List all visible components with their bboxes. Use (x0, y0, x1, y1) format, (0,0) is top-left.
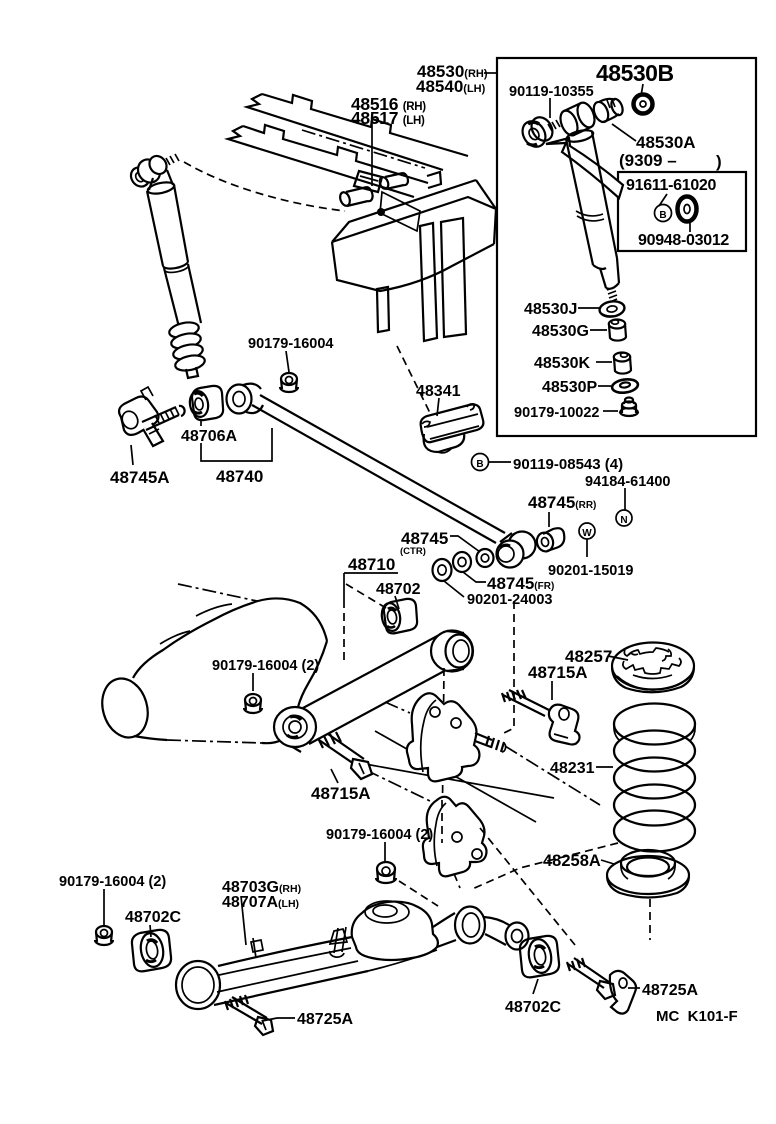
svg-text:48258A: 48258A (543, 852, 601, 870)
svg-text:MC K101-F: MC K101-F (656, 1008, 738, 1025)
svg-text:N: N (620, 515, 627, 526)
svg-text:90948-03012: 90948-03012 (638, 232, 729, 249)
svg-text:48341: 48341 (416, 383, 461, 400)
svg-text:48702C: 48702C (125, 909, 181, 926)
svg-text:48530P: 48530P (542, 379, 597, 396)
svg-text:B: B (659, 210, 666, 221)
svg-text:91611-61020: 91611-61020 (626, 177, 717, 194)
svg-text:W: W (582, 528, 592, 539)
svg-text:90119-10355: 90119-10355 (509, 84, 594, 100)
svg-text:48257: 48257 (565, 647, 612, 666)
svg-text:48706A: 48706A (181, 428, 237, 445)
svg-text:(9309 –: (9309 – (619, 151, 677, 170)
svg-text:48725A: 48725A (297, 1011, 353, 1028)
svg-text:90179-16004 (2): 90179-16004 (2) (326, 827, 433, 843)
svg-text:): ) (716, 152, 722, 171)
svg-text:48530B: 48530B (596, 60, 674, 86)
svg-text:90201-24003: 90201-24003 (467, 592, 552, 608)
svg-text:48715A: 48715A (528, 663, 588, 682)
svg-text:90179-10022: 90179-10022 (514, 405, 599, 421)
svg-text:90179-16004 (2): 90179-16004 (2) (59, 874, 166, 890)
svg-text:48715A: 48715A (311, 784, 371, 803)
svg-text:94184-61400: 94184-61400 (585, 474, 670, 490)
svg-text:48530J: 48530J (524, 301, 577, 318)
svg-text:48702C: 48702C (505, 999, 561, 1016)
svg-text:48703G(RH): 48703G(RH) (222, 879, 301, 896)
svg-text:90119-08543 (4): 90119-08543 (4) (513, 456, 623, 473)
svg-text:48745A: 48745A (110, 468, 170, 487)
svg-text:90201-15019: 90201-15019 (548, 563, 633, 579)
svg-text:48702: 48702 (376, 581, 421, 598)
svg-text:48740: 48740 (216, 467, 263, 486)
svg-text:48745: 48745 (401, 529, 448, 548)
svg-text:90179-16004 (2): 90179-16004 (2) (212, 658, 319, 674)
svg-text:90179-16004: 90179-16004 (248, 336, 333, 352)
svg-text:48530G: 48530G (532, 323, 589, 340)
svg-text:(CTR): (CTR) (400, 546, 426, 557)
svg-text:48725A: 48725A (642, 982, 698, 999)
svg-text:48530A: 48530A (636, 133, 696, 152)
svg-text:48710: 48710 (348, 555, 395, 574)
svg-text:B: B (476, 459, 483, 470)
svg-text:48231: 48231 (550, 760, 595, 777)
svg-text:48530K: 48530K (534, 355, 590, 372)
